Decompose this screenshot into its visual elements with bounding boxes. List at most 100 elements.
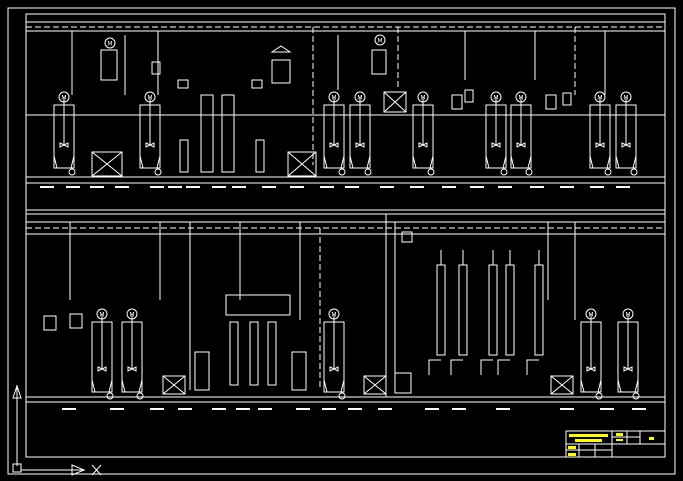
motor-icon [104, 37, 116, 49]
motor-icon [96, 308, 108, 320]
tank-bottom-cone [139, 155, 161, 169]
equipment-tag [178, 408, 192, 410]
equipment-tag [258, 408, 272, 410]
tank-bottom-cone [349, 155, 371, 169]
equipment-tag [378, 408, 392, 410]
equipment-tag [348, 408, 362, 410]
control-panel [394, 372, 412, 394]
equipment-tag [590, 186, 604, 188]
motor-label: M [625, 312, 630, 319]
pump-icon [154, 168, 162, 176]
heat-exchanger [43, 315, 57, 331]
arrow-up-icon [12, 384, 22, 399]
pump-icon [427, 168, 435, 176]
equipment-tag [212, 186, 226, 188]
cyclone-vessel [271, 59, 291, 84]
filter-box [383, 91, 407, 113]
filter-cross [550, 375, 574, 395]
equipment-tag [442, 186, 456, 188]
heat-exchanger [464, 89, 474, 103]
title-cell-mark [616, 439, 623, 441]
equipment-tag [90, 186, 104, 188]
x-mark-icon [91, 464, 102, 476]
origin-box [12, 463, 22, 473]
agitator-icon [127, 366, 137, 372]
pump-icon [338, 168, 346, 176]
title-cell-mark [616, 433, 623, 436]
equipment-tag [168, 186, 182, 188]
evaporator-pipe [428, 250, 442, 375]
equipment-tag [470, 186, 484, 188]
equipment-tag [498, 186, 512, 188]
tank-bottom-cone [323, 155, 345, 169]
equipment-tag [320, 186, 334, 188]
agitator-icon [491, 142, 501, 148]
equipment-tag [410, 186, 424, 188]
tank-bottom-cone [485, 155, 507, 169]
arrow-right-icon [71, 464, 86, 476]
equipment-tag [262, 186, 276, 188]
column-vessel [249, 321, 259, 386]
column-vessel [458, 264, 468, 356]
equipment-tag [632, 408, 646, 410]
filter-box [363, 375, 387, 395]
motor-icon [144, 91, 156, 103]
equipment-tag [616, 186, 630, 188]
pump-icon [68, 168, 76, 176]
filter-cross [287, 151, 317, 177]
agitator-icon [329, 142, 339, 148]
pump-icon [136, 392, 144, 400]
motor-label: M [331, 95, 336, 102]
agitator-icon [595, 142, 605, 148]
motor-icon [490, 91, 502, 103]
small-vessel [151, 61, 161, 75]
motor-icon [594, 91, 606, 103]
evaporator-pipe [480, 250, 494, 375]
filter-cross [91, 151, 123, 177]
tank-bottom-cone [323, 379, 345, 393]
equipment-tag [115, 186, 129, 188]
separator [401, 231, 413, 243]
cyclone-top [270, 45, 292, 53]
equipment-tag [212, 408, 226, 410]
column-vessel [436, 264, 446, 356]
tank-bottom-cone [53, 155, 75, 169]
equipment-tag [62, 408, 76, 410]
pipelines [26, 21, 665, 403]
filter-cross [363, 375, 387, 395]
equipment-tag [600, 408, 614, 410]
heat-exchanger [562, 92, 572, 106]
motor-label: M [99, 312, 104, 319]
agitator-icon [97, 366, 107, 372]
motor-icon [620, 91, 632, 103]
heat-exchanger [451, 94, 463, 110]
agitator-icon [621, 142, 631, 148]
motor-label: M [420, 95, 425, 102]
title-cell-mark [649, 437, 654, 440]
equipment-tag [530, 186, 544, 188]
pump-icon [364, 168, 372, 176]
heat-exchanger [69, 313, 83, 329]
title-cell-mark [568, 453, 576, 456]
drawing-frame [7, 7, 676, 475]
column-vessel [229, 321, 239, 386]
equipment-tag [66, 186, 80, 188]
equipment-tag [290, 186, 304, 188]
tank-bottom-cone [510, 155, 532, 169]
pump-icon [595, 392, 603, 400]
pump-icon [500, 168, 508, 176]
motor-label: M [518, 95, 523, 102]
pump-icon [525, 168, 533, 176]
outer-border [7, 7, 676, 475]
tank-bottom-cone [580, 379, 602, 393]
equipment-tag [150, 186, 164, 188]
equipment-tag [380, 186, 394, 188]
motor-icon [328, 308, 340, 320]
manifold [225, 294, 291, 316]
column-vessel [267, 321, 277, 386]
heat-exchanger [545, 94, 557, 110]
pump-head [251, 79, 263, 89]
agitator-icon [329, 366, 339, 372]
motor-label: M [597, 95, 602, 102]
